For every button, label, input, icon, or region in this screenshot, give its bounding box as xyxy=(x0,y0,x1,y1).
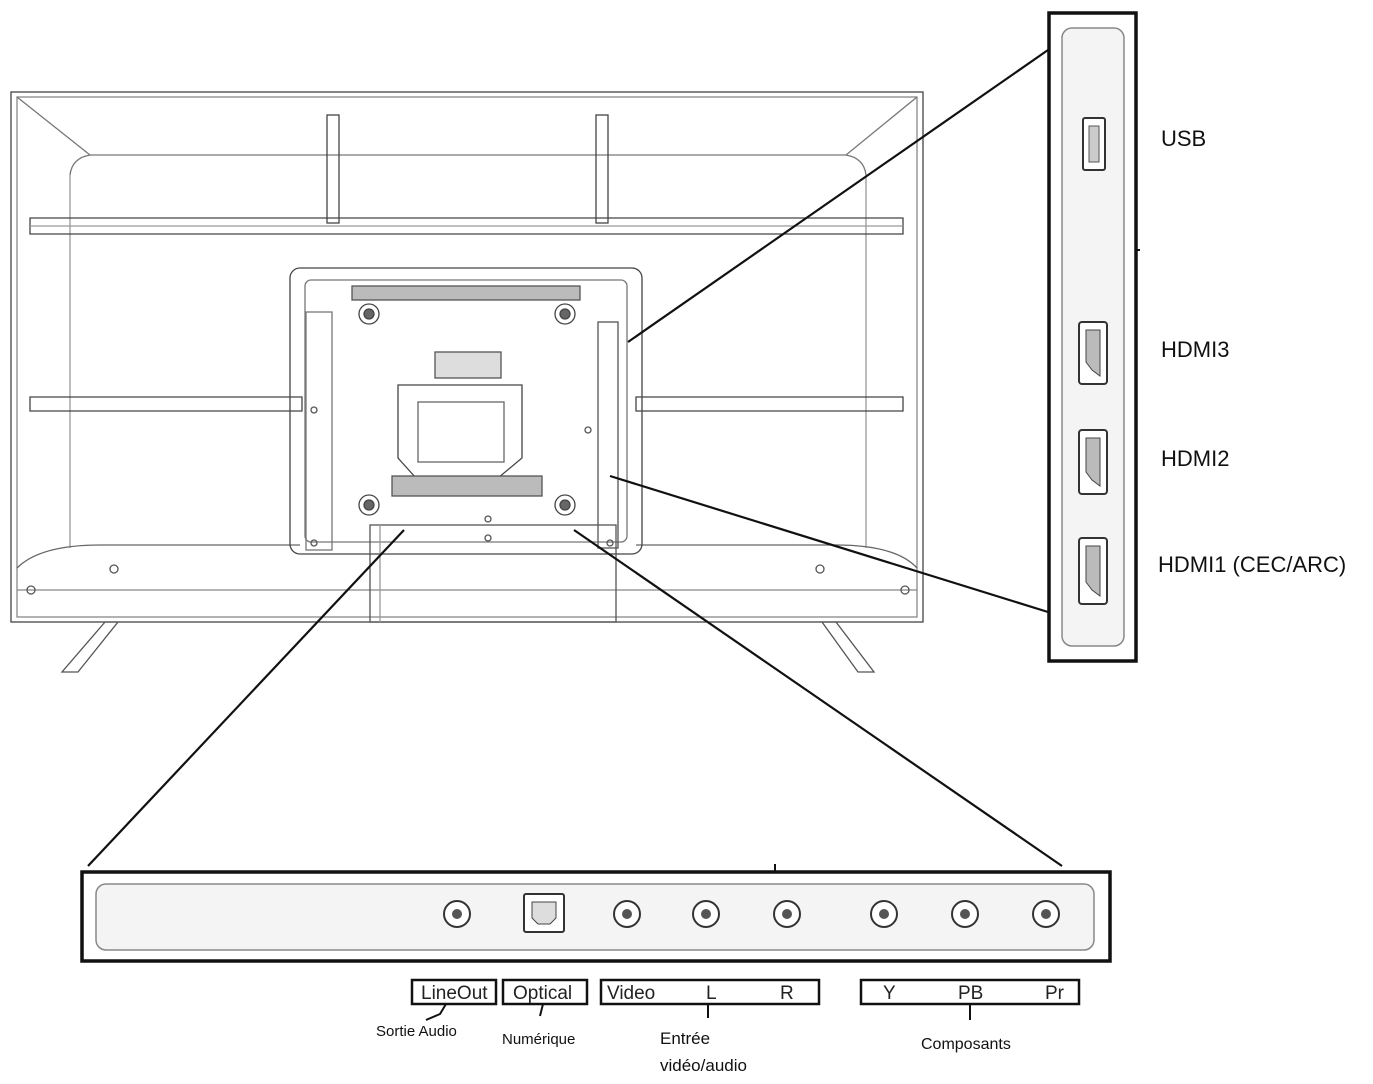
video-jack-icon xyxy=(613,900,641,928)
callout-bottom-left xyxy=(87,529,405,867)
component-pb-label: PB xyxy=(958,983,983,1004)
hdmi3-label: HDMI3 xyxy=(1161,337,1229,362)
bottom-label-boxes xyxy=(410,978,1081,1006)
tv-top-bevel xyxy=(16,96,918,156)
tv-rear-view xyxy=(10,91,924,673)
optical-label: Optical xyxy=(513,983,572,1004)
tv-pedestal xyxy=(369,524,617,623)
component-pr-jack-icon xyxy=(1032,900,1060,928)
usb-label: USB xyxy=(1161,126,1206,151)
component-y-label: Y xyxy=(883,983,896,1004)
callout-side-bottom xyxy=(609,474,1049,614)
tv-rear-housing xyxy=(289,267,643,555)
caption-ticks xyxy=(425,1003,971,1021)
component-y-jack-icon xyxy=(870,900,898,928)
hdmi2-label: HDMI2 xyxy=(1161,446,1229,471)
tv-bottom-vent xyxy=(391,475,543,497)
tv-bottom-curve xyxy=(16,544,918,569)
lineout-caption: Sortie Audio xyxy=(376,1023,457,1040)
lineout-label-box xyxy=(410,978,498,1006)
component-pb-jack-icon xyxy=(951,900,979,928)
audio-l-jack-icon xyxy=(692,900,720,928)
hdmi2-port-icon xyxy=(1078,429,1108,495)
callout-side-top xyxy=(627,49,1049,343)
audio-l-label: L xyxy=(706,983,717,1004)
hdmi3-port-icon xyxy=(1078,321,1108,385)
optical-port-icon xyxy=(523,893,565,933)
tv-top-vent xyxy=(351,285,581,301)
tv-post-left xyxy=(326,114,340,224)
av-label-box xyxy=(599,978,821,1006)
side-connector-panel xyxy=(1047,11,1140,663)
video-label: Video xyxy=(607,983,655,1004)
hdmi1-label: HDMI1 (CEC/ARC) xyxy=(1158,552,1346,577)
optical-label-box xyxy=(501,978,589,1006)
lineout-jack-icon xyxy=(443,900,471,928)
component-pr-label: Pr xyxy=(1045,983,1065,1004)
tv-foot-right xyxy=(820,621,876,673)
callout-bottom-right xyxy=(573,529,1063,867)
tv-rib-upper xyxy=(29,217,904,235)
lineout-label: LineOut xyxy=(421,983,488,1004)
tv-inner-frame xyxy=(16,96,918,618)
audio-r-label: R xyxy=(780,983,794,1004)
tv-foot-left xyxy=(60,621,120,673)
av-caption-line1: Entrée xyxy=(660,1029,710,1048)
tv-vesa-screws xyxy=(358,303,576,516)
usb-port-icon xyxy=(1082,117,1106,171)
component-label-box xyxy=(859,978,1081,1006)
callout-lines xyxy=(87,49,1063,867)
optical-caption: Numérique xyxy=(502,1031,575,1048)
av-caption-line2: vidéo/audio xyxy=(660,1056,747,1075)
tv-post-right xyxy=(595,114,609,224)
audio-r-jack-icon xyxy=(773,900,801,928)
tv-warning-label xyxy=(434,351,502,379)
tv-rib-middle xyxy=(29,396,904,412)
component-caption: Composants xyxy=(921,1036,1011,1053)
hdmi1-port-icon xyxy=(1078,537,1108,605)
bottom-connector-panel xyxy=(80,864,1112,963)
